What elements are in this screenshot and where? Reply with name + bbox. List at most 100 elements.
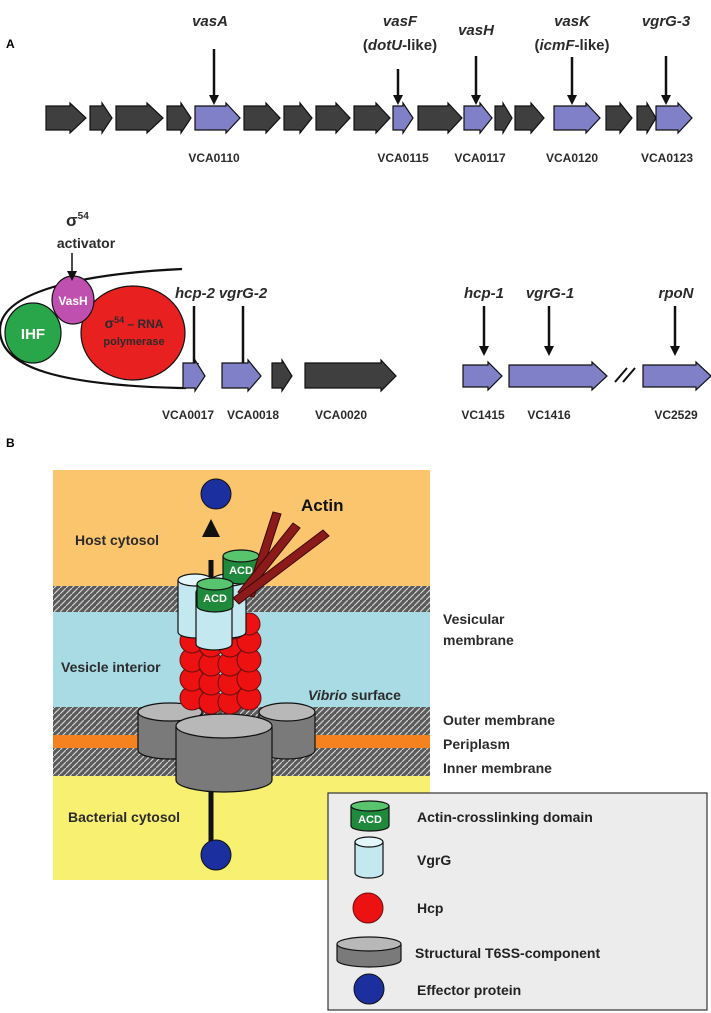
effector-protein-cytosolic xyxy=(200,839,232,871)
cluster2-loci: VCA0017 VCA0018 VCA0020 xyxy=(162,408,367,422)
gene-arrow xyxy=(494,100,513,136)
periplasm-label: Periplasm xyxy=(443,736,510,752)
gap-break-mark xyxy=(614,367,636,383)
locus-label: VC1415 xyxy=(461,408,505,422)
gene-arrow xyxy=(514,101,545,135)
panel-a-label: A xyxy=(6,37,15,51)
gene-label-rpon: rpoN xyxy=(659,285,695,302)
compartment-side-labels: Vesicular membrane Outer membrane Peripl… xyxy=(443,611,555,776)
rnap-label-line1: σ54 – RNA xyxy=(105,315,164,331)
gene-arrow xyxy=(166,101,192,135)
cluster1-pointer-arrows xyxy=(209,49,671,105)
gene-arrow xyxy=(283,101,313,135)
locus-label: VC2529 xyxy=(654,408,698,422)
actin-label: Actin xyxy=(301,496,344,515)
dna-loop xyxy=(0,267,183,390)
acd-label-top: ACD xyxy=(229,565,253,577)
gene-arrow-vca0117 xyxy=(463,101,493,135)
secretion-arrowhead xyxy=(202,519,220,537)
locus-label: VCA0115 xyxy=(377,151,429,165)
gene-arrow-vc1415 xyxy=(462,360,503,392)
gene-arrow xyxy=(89,101,113,135)
gene-label-vash: vasH xyxy=(458,22,495,39)
gene-arrow-vca0110 xyxy=(194,101,241,135)
gene-arrow-vca0018 xyxy=(221,358,262,393)
legend-swatch-hcp xyxy=(352,892,384,924)
gene-arrow-vca0123 xyxy=(655,101,693,135)
legend-acd-text: ACD xyxy=(358,814,382,826)
locus-label: VCA0123 xyxy=(641,151,693,165)
effector-protein-secreted xyxy=(200,478,232,510)
gene-arrow xyxy=(605,101,633,135)
legend-swatch-acd xyxy=(350,800,390,832)
gene-arrow xyxy=(45,101,87,135)
promoter-complex: σ54 activator IHF σ54 – RNA polymerase V… xyxy=(0,211,186,390)
gene-arrow xyxy=(636,100,657,136)
legend-swatch-structural xyxy=(336,936,402,968)
gene-arrow xyxy=(271,357,293,393)
legend-label: Actin-crosslinking domain xyxy=(417,809,593,825)
gene-label-vgrg1: vgrG-1 xyxy=(526,285,574,302)
inner-membrane-label: Inner membrane xyxy=(443,760,552,776)
legend-swatch-vgrg xyxy=(354,836,384,879)
gene-arrow-vca0115 xyxy=(392,101,414,135)
cluster2-genes xyxy=(182,357,397,393)
cell-compartments xyxy=(53,470,430,880)
gene-arrow xyxy=(353,101,391,135)
panel-b-label: B xyxy=(6,436,15,450)
acd-label-bottom: ACD xyxy=(203,593,227,605)
gene-label-vask: vasK xyxy=(554,13,591,30)
host-cytosol-label: Host cytosol xyxy=(75,532,159,548)
gene-arrow-vca0120 xyxy=(553,101,601,135)
gene-arrow-vca0020 xyxy=(304,358,397,393)
gene-arrow-vc2529 xyxy=(642,360,711,392)
gene-arrow xyxy=(243,101,281,135)
vibrio-surface-label: Vibrio surface xyxy=(308,687,401,703)
legend-swatch-effector xyxy=(353,973,385,1005)
activator-label: activator xyxy=(57,235,116,251)
cluster1-gene-labels: vasA vasF (dotU-like) vasH vasK (icmF-li… xyxy=(192,13,691,54)
legend-label: Hcp xyxy=(417,900,443,916)
legend-label: Structural T6SS-component xyxy=(415,945,600,961)
locus-label: VCA0110 xyxy=(188,151,240,165)
gene-label-hcp1: hcp-1 xyxy=(464,285,504,302)
gene-arrow xyxy=(417,101,463,135)
rnap-label-line2: polymerase xyxy=(103,336,164,348)
gene-label-vasf-note: (dotU-like) xyxy=(363,37,437,54)
gene-arrow xyxy=(315,101,351,135)
vash-label: VasH xyxy=(58,294,87,308)
locus-label: VCA0017 xyxy=(162,408,214,422)
legend-label: Effector protein xyxy=(417,982,521,998)
gene-label-vgrg3: vgrG-3 xyxy=(642,13,691,30)
gene-label-vgrg2: vgrG-2 xyxy=(219,285,268,302)
legend-label: VgrG xyxy=(417,852,451,868)
locus-label: VCA0120 xyxy=(546,151,598,165)
locus-label: VC1416 xyxy=(527,408,571,422)
gene-label-vasa: vasA xyxy=(192,13,228,30)
cluster3-genes xyxy=(462,360,711,392)
ihf-protein xyxy=(4,302,62,364)
locus-label: VCA0018 xyxy=(227,408,279,422)
outer-membrane-label: Outer membrane xyxy=(443,712,555,728)
cluster1-genes xyxy=(45,100,693,136)
vesicular-membrane-label-2: membrane xyxy=(443,632,514,648)
cluster3-loci: VC1415 VC1416 VC2529 xyxy=(461,408,698,422)
actin-filaments xyxy=(232,511,330,605)
gene-label-vask-note: (icmF-like) xyxy=(534,37,609,54)
gene-arrow-vc1416 xyxy=(508,360,608,392)
gene-arrow-vca0017 xyxy=(182,357,206,393)
gene-arrow xyxy=(115,101,164,135)
gene-label-vasf: vasF xyxy=(383,13,418,30)
ihf-label: IHF xyxy=(21,326,45,343)
cluster1-loci: VCA0110 VCA0115 VCA0117 VCA0120 VCA0123 xyxy=(188,151,693,165)
sigma54-label: σ54 xyxy=(66,211,89,230)
locus-label: VCA0117 xyxy=(454,151,506,165)
locus-label: VCA0020 xyxy=(315,408,367,422)
gene-label-hcp2: hcp-2 xyxy=(175,285,216,302)
legend: ACD Actin-crosslinking domain VgrG Hcp S… xyxy=(327,792,708,1011)
vesicle-interior-label: Vesicle interior xyxy=(61,659,161,675)
vesicular-membrane-label: Vesicular xyxy=(443,611,505,627)
rnap-protein xyxy=(80,285,186,381)
bacterial-cytosol-label: Bacterial cytosol xyxy=(68,809,180,825)
legend-box xyxy=(327,792,708,1011)
